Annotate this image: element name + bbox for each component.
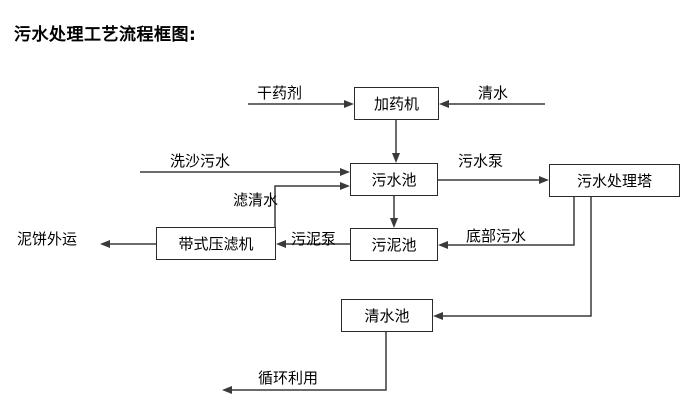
node-sewage-pool[interactable]: 污水池 xyxy=(350,163,438,196)
node-clean-water-pool[interactable]: 清水池 xyxy=(341,299,433,332)
node-sewage-treatment-tower[interactable]: 污水处理塔 xyxy=(549,164,680,197)
terminal-label-clear-water: 清水 xyxy=(478,84,509,102)
node-belt-filter-press[interactable]: 带式压滤机 xyxy=(156,227,276,260)
edge-label-bottom-sewage: 底部污水 xyxy=(466,227,527,245)
node-label: 污水处理塔 xyxy=(576,172,652,190)
edge-label-filtrate: 滤清水 xyxy=(233,191,279,209)
node-label: 污泥池 xyxy=(371,236,417,254)
edge-label-sewage-pump: 污水泵 xyxy=(458,152,504,170)
edge-label-sludge-pump: 污泥泵 xyxy=(291,230,337,248)
node-label: 加药机 xyxy=(373,95,419,113)
terminal-label-mud-cake-transport: 泥饼外运 xyxy=(17,230,78,248)
page-title: 污水处理工艺流程框图: xyxy=(14,25,197,45)
terminal-label-dry-agent: 干药剂 xyxy=(257,84,303,102)
edge-label-recycle-use: 循环利用 xyxy=(258,369,319,387)
node-sludge-pool[interactable]: 污泥池 xyxy=(350,228,438,261)
terminal-label-wash-sand-sewage: 洗沙污水 xyxy=(170,152,231,170)
node-dosing-machine[interactable]: 加药机 xyxy=(354,87,439,120)
node-label: 清水池 xyxy=(364,307,410,325)
node-label: 污水池 xyxy=(371,171,417,189)
node-label: 带式压滤机 xyxy=(178,235,254,253)
